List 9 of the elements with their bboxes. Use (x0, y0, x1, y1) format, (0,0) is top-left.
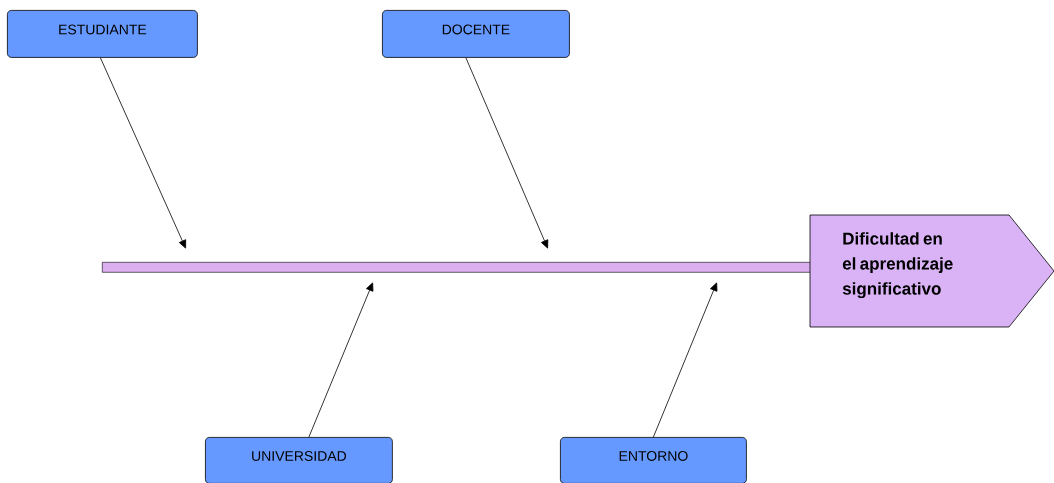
effect-pentagon: Dificultad en el aprendizaje significativo (809, 214, 1054, 328)
cause-box: ESTUDIANTE (7, 10, 198, 58)
arrow (465, 57, 549, 249)
arrow (308, 282, 374, 438)
arrow (653, 282, 718, 438)
cause-box: DOCENTE (382, 10, 570, 58)
cause-box: UNIVERSIDAD (205, 437, 393, 483)
cause-box: ENTORNO (560, 437, 747, 483)
arrow (100, 57, 187, 249)
